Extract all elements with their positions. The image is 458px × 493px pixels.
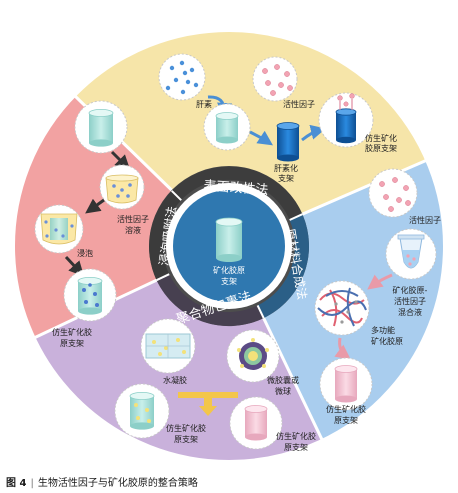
active-factor-bubble-top — [252, 56, 298, 102]
label-scaffold-bottom-left-line1: 仿生矿化胶 — [166, 423, 206, 433]
factor-solution-bubble — [99, 164, 145, 210]
label-factor-solution-line2: 溶液 — [125, 225, 141, 235]
label-mix-line2: 活性因子 — [394, 296, 426, 306]
soak-bubble — [34, 204, 84, 254]
arrow-scaffold-to-heparinized — [249, 130, 273, 146]
ring-segment-top — [171, 166, 303, 220]
label-scaffold-top-line2: 胶原支架 — [365, 143, 397, 153]
label-multifunc-line1: 多功能 — [371, 325, 395, 335]
ring-segment-bottom — [156, 274, 264, 327]
scaffold-bubble-right — [319, 357, 373, 411]
label-heparinized-line1: 肝素化 — [274, 163, 298, 173]
center-scaffold-icon — [215, 217, 243, 262]
heparinized-scaffold-icon — [276, 122, 300, 162]
label-microcapsule-line2: 微球 — [275, 386, 291, 396]
label-scaffold-bottom-right-line2: 原支架 — [284, 442, 308, 452]
arrow-left-1 — [110, 150, 131, 171]
label-scaffold-right-line2: 原支架 — [334, 415, 358, 425]
scaffold-bubble-left-top — [74, 100, 128, 154]
center-label-line1: 矿化胶原 — [213, 265, 245, 275]
label-active-factor-right: 活性因子 — [409, 215, 441, 225]
center-label-line2: 支架 — [221, 276, 237, 286]
ring-segment-left — [149, 190, 182, 281]
label-factor-solution-line1: 活性因子 — [117, 214, 149, 224]
label-scaffold-left-line2: 原支架 — [60, 338, 84, 348]
scaffold-bubble-bottom-left — [114, 383, 170, 439]
label-soak: 浸泡 — [77, 248, 93, 258]
multifunctional-collagen-bubble — [314, 280, 370, 336]
scaffold-bubble-top-left — [203, 103, 251, 151]
active-factor-bubble-right — [368, 168, 418, 218]
label-scaffold-top-line1: 仿生矿化 — [365, 133, 397, 143]
label-heparin: 肝素 — [196, 99, 212, 109]
label-mix-line3: 混合液 — [398, 307, 422, 317]
label-scaffold-right-line1: 仿生矿化胶 — [326, 404, 366, 414]
label-hydrogel: 水凝胶 — [163, 375, 187, 385]
caption-separator: | — [30, 478, 34, 489]
ring-segment-right — [257, 214, 309, 319]
arrow-left-2 — [85, 198, 105, 214]
label-mix-line1: 矿化胶原- — [393, 285, 428, 295]
scaffold-bubble-bottom-right — [229, 396, 283, 450]
integration-strategy-diagram: 矿化胶原 支架 表面改性法 原材料合成法 聚合物包裹法 浸泡吸附法 肝素 活性因… — [13, 30, 445, 462]
bioactive-scaffold-bubble-top — [318, 92, 374, 148]
mixture-tube-bubble — [385, 228, 437, 280]
arrow-heparinized-to-final — [301, 124, 326, 142]
figure-caption-text: 生物活性因子与矿化胶原的整合策略 — [37, 478, 198, 489]
label-active-factor-top: 活性因子 — [283, 99, 315, 109]
arrow-left-3 — [64, 255, 85, 277]
figure-number: 图 4 — [6, 478, 27, 489]
arrow-collagen-to-scaffold — [334, 337, 351, 360]
hydrogel-bubble — [140, 318, 196, 374]
microcapsule-bubble — [226, 329, 280, 383]
label-heparinized-line2: 支架 — [278, 173, 294, 183]
label-scaffold-left-line1: 仿生矿化胶 — [52, 327, 92, 337]
arrow-tube-to-mix — [367, 273, 393, 290]
scaffold-bubble-left-bottom — [63, 268, 117, 322]
sector-soak-adsorption — [13, 96, 229, 338]
label-multifunc-line2: 矿化胶原 — [371, 336, 403, 346]
figure-caption: 图 4|生物活性因子与矿化胶原的整合策略 — [6, 474, 452, 490]
label-scaffold-bottom-right-line1: 仿生矿化胶 — [276, 431, 316, 441]
strategy-label-top: 表面改性法 — [203, 179, 269, 198]
heparin-bubble — [158, 53, 206, 101]
label-microcapsule-line1: 微胶囊或 — [267, 375, 299, 385]
label-scaffold-bottom-left-line2: 原支架 — [174, 434, 198, 444]
combine-arrow — [178, 392, 238, 416]
